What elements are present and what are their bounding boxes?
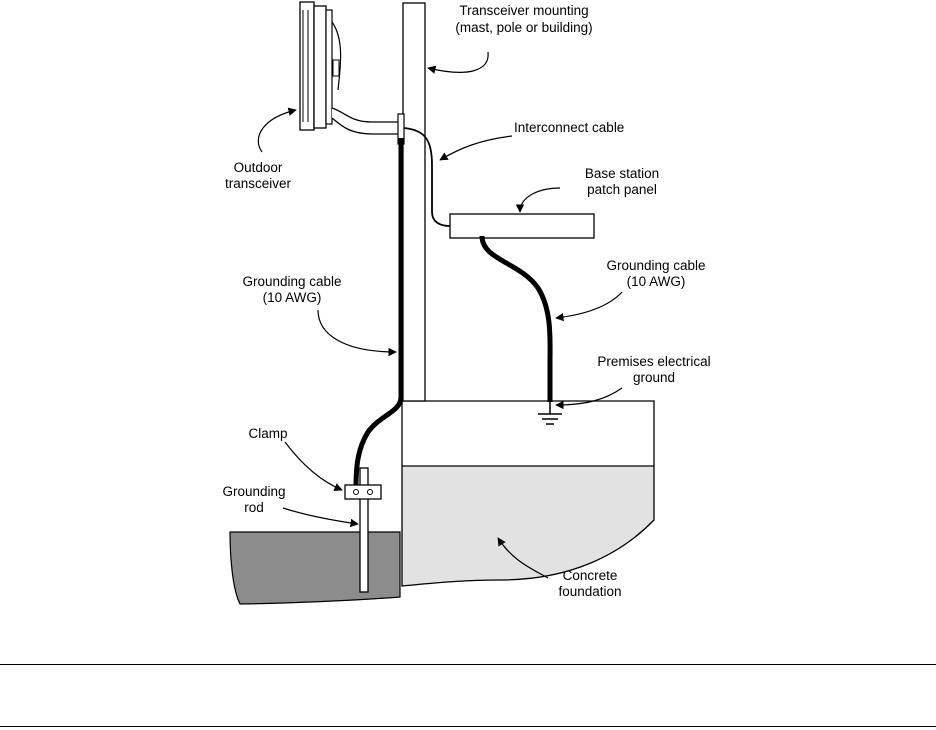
grounding-cable-left (356, 138, 401, 488)
label-concrete-1: Concrete (563, 568, 618, 583)
arrow-grounding-rod (283, 508, 358, 524)
arrow-grounding-cable-right (556, 292, 622, 318)
label-transceiver-mounting-1: Transceiver mounting (459, 3, 588, 18)
arrow-grounding-cable-left (318, 310, 396, 352)
base-station-patch-panel (450, 214, 594, 238)
label-grounding-cable-left-2: (10 AWG) (263, 290, 322, 305)
label-outdoor-transceiver-2: transceiver (225, 176, 292, 191)
label-interconnect-cable: Interconnect cable (514, 120, 624, 135)
label-grounding-cable-right-2: (10 AWG) (627, 274, 686, 289)
mounting-bracket (332, 108, 400, 134)
label-grounding-cable-right-1: Grounding cable (606, 258, 705, 273)
label-base-station-2: patch panel (587, 182, 657, 197)
label-transceiver-mounting-2: (mast, pole or building) (455, 20, 592, 35)
horizontal-rule-top (0, 664, 936, 665)
label-premises-ground-2: ground (633, 370, 675, 385)
grounding-cable-right (482, 236, 550, 402)
clamp (345, 485, 381, 499)
mast-pole (403, 3, 425, 401)
label-grounding-rod-1: Grounding (222, 484, 285, 499)
arrow-interconnect-cable (440, 136, 512, 160)
label-outdoor-transceiver-1: Outdoor (234, 160, 283, 175)
arrow-base-station (520, 188, 560, 212)
label-premises-ground-1: Premises electrical (597, 354, 710, 369)
arrow-transceiver-mounting (428, 52, 488, 72)
arrow-premises-ground (556, 388, 622, 405)
label-grounding-rod-2: rod (244, 500, 264, 515)
label-base-station-1: Base station (585, 166, 659, 181)
label-clamp: Clamp (248, 426, 287, 441)
label-grounding-cable-left-1: Grounding cable (242, 274, 341, 289)
arrow-outdoor-transceiver (258, 110, 296, 152)
horizontal-rule-bottom (0, 726, 936, 727)
label-concrete-2: foundation (558, 584, 621, 599)
arrow-clamp (285, 442, 342, 490)
earth-ground (230, 532, 400, 604)
